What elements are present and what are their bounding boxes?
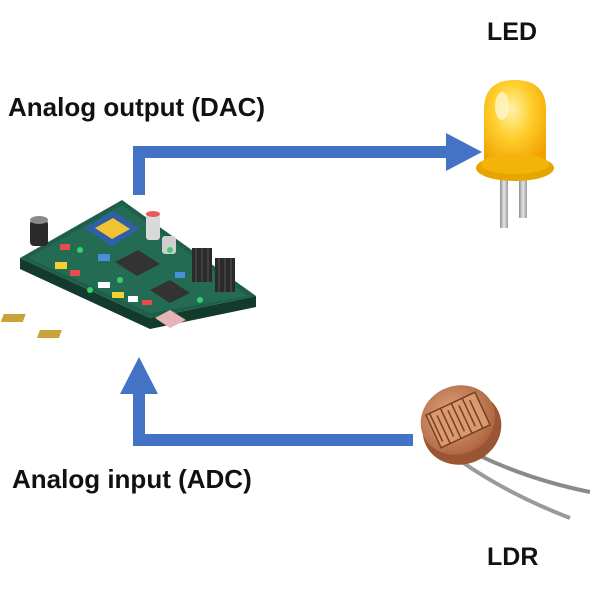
led-label: LED xyxy=(487,18,537,46)
ldr-photoresistor-icon xyxy=(420,385,591,520)
ldr-label: LDR xyxy=(487,543,539,571)
output-arrow xyxy=(133,133,482,195)
input-arrow xyxy=(120,357,413,446)
led-icon xyxy=(476,80,554,228)
analog-input-label: Analog input (ADC) xyxy=(12,464,252,494)
analog-output-label: Analog output (DAC) xyxy=(8,92,266,122)
circuit-board-icon xyxy=(0,200,256,338)
